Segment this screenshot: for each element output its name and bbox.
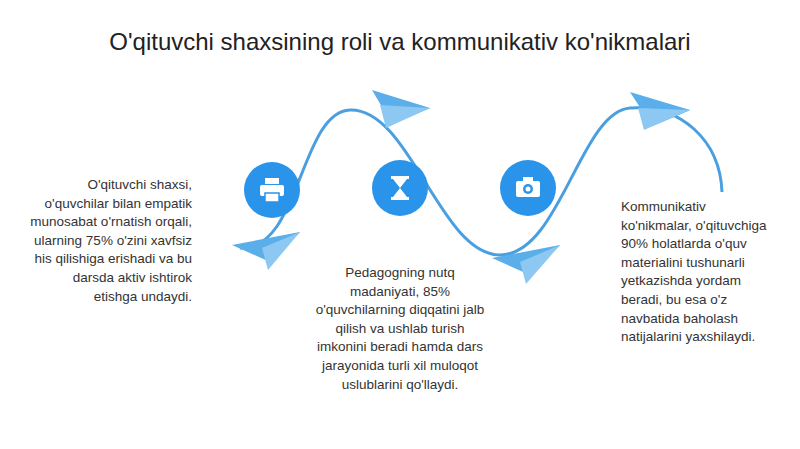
paper-plane [492,245,560,284]
description-text: O'qituvchi shaxsi, o'quvchilar bilan emp… [28,176,192,306]
wave-line [240,108,722,255]
printer-icon [244,162,300,218]
paper-plane [232,232,300,270]
description-text: Pedagogning nutq madaniyati, 85% o'quvch… [310,264,490,394]
paper-plane [372,90,430,128]
diagram-title: O'qituvchi shaxsining roli va kommunikat… [0,28,800,56]
description-text: Kommunikativ ko'nikmalar, o'qituvchiga 9… [621,198,773,347]
camera-icon [500,160,556,216]
hourglass-icon [372,160,428,216]
paper-plane [630,92,690,130]
